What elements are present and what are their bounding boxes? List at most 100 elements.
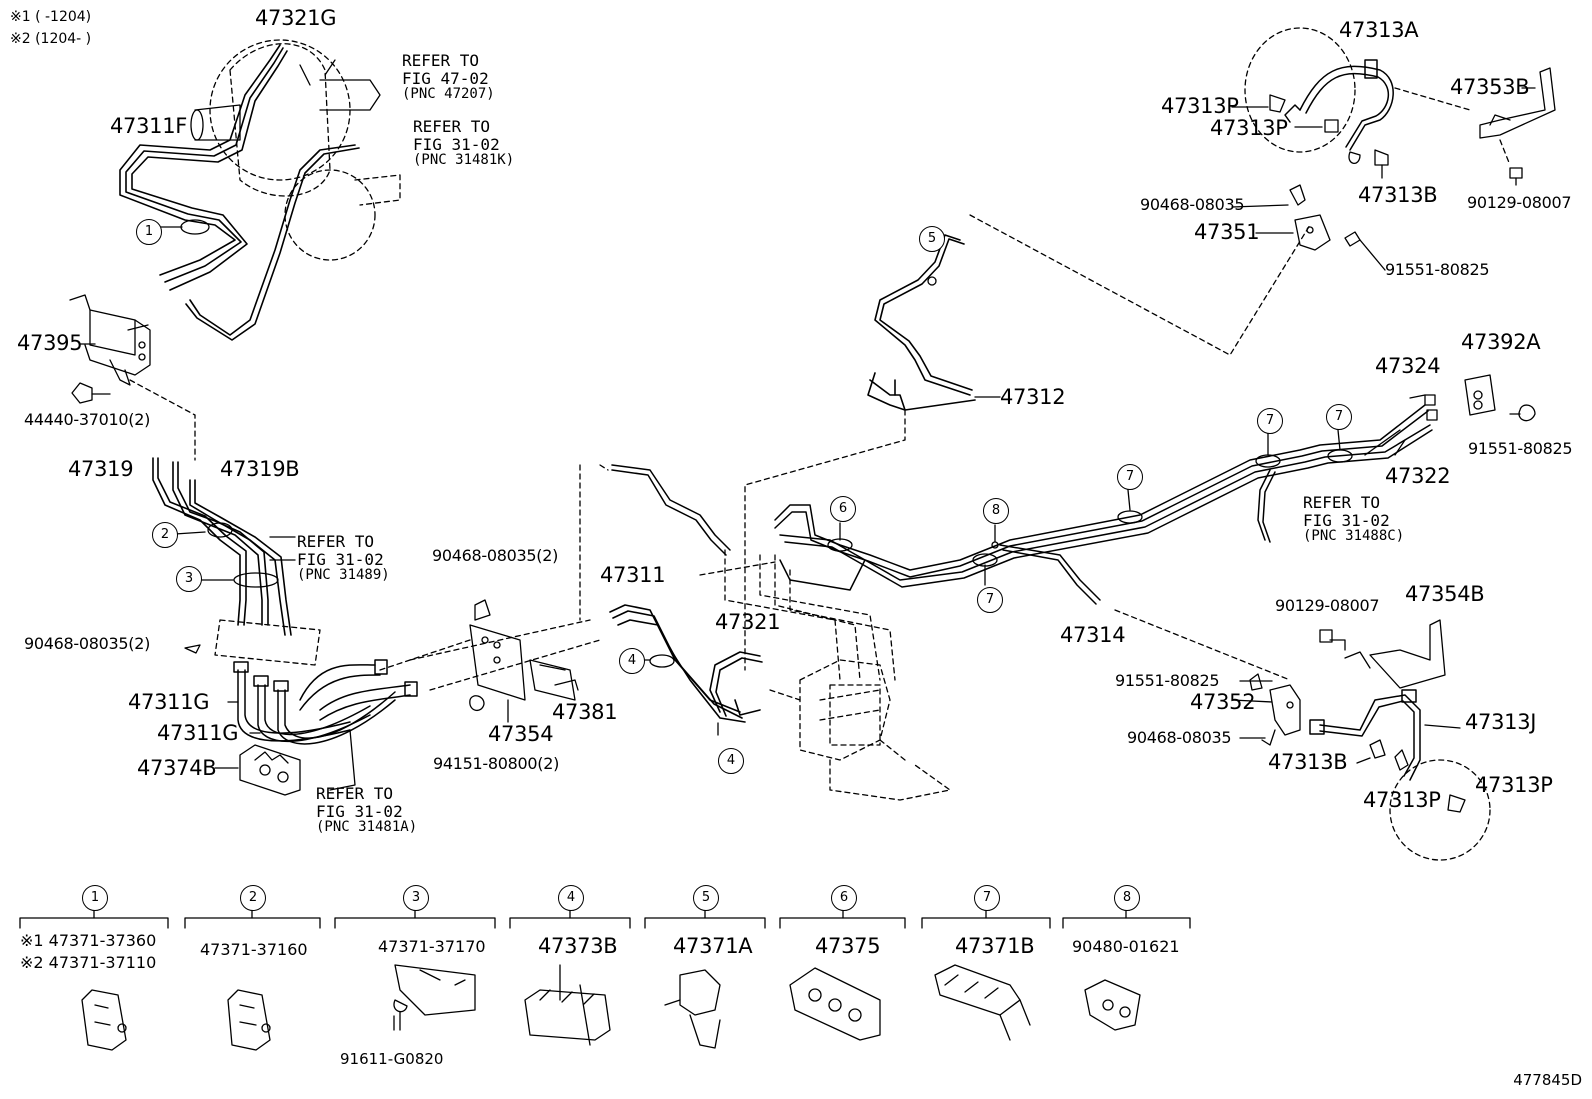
bracket-plate-left xyxy=(214,619,321,666)
part-47381: 47381 xyxy=(552,700,618,724)
part-91551-80825-a: 91551-80825 xyxy=(1385,260,1490,279)
part-44440-37010: 44440-37010(2) xyxy=(24,410,151,429)
part-47395: 47395 xyxy=(17,331,83,355)
part-47392A: 47392A xyxy=(1461,330,1541,354)
part-47311: 47311 xyxy=(600,563,666,587)
legend-clip-7 xyxy=(934,964,1031,1041)
legend-clip-3 xyxy=(393,964,476,1031)
callout-4b: 4 xyxy=(718,748,744,774)
legend-num-4: 4 xyxy=(558,885,584,911)
legend-clip-8 xyxy=(1084,979,1141,1031)
bracket-47354B xyxy=(1344,619,1446,689)
callout-7c: 7 xyxy=(1257,408,1283,434)
legend-1-line1: ※1 47371-37360 xyxy=(20,931,157,950)
part-47313A: 47313A xyxy=(1339,18,1419,42)
legend-clip-1 xyxy=(81,989,127,1051)
brake-booster-illustration xyxy=(190,39,401,261)
legend-brackets xyxy=(19,909,1191,929)
legend-num-2: 2 xyxy=(240,885,266,911)
part-47319B: 47319B xyxy=(220,457,300,481)
part-47353B: 47353B xyxy=(1450,75,1530,99)
part-47374B: 47374B xyxy=(137,756,217,780)
brake-line-47321 xyxy=(709,651,763,717)
note-1: ※1 ( -1204) xyxy=(10,9,92,25)
legend-num-7: 7 xyxy=(974,885,1000,911)
part-90129-08007-a: 90129-08007 xyxy=(1467,193,1572,212)
part-47321G: 47321G xyxy=(255,6,337,30)
legend-3-line1: 47371-37170 xyxy=(378,937,486,956)
hoses-47311G xyxy=(233,659,418,745)
part-47354: 47354 xyxy=(488,722,554,746)
legend-clip-6 xyxy=(789,967,881,1041)
bracket-47395 xyxy=(69,294,151,386)
drawing-id: 477845D xyxy=(1513,1071,1582,1089)
part-47313P-2: 47313P xyxy=(1210,116,1288,140)
callout-7d: 7 xyxy=(1326,404,1352,430)
part-47313B-1: 47313B xyxy=(1358,183,1438,207)
part-47311G-1: 47311G xyxy=(128,690,210,714)
part-47313B-2: 47313B xyxy=(1268,750,1348,774)
part-90129-08007-b: 90129-08007 xyxy=(1275,596,1380,615)
part-90468-08035-b: 90468-08035(2) xyxy=(432,546,559,565)
legend-num-8: 8 xyxy=(1114,885,1140,911)
legend-1-line2: ※2 47371-37110 xyxy=(20,953,157,972)
callout-7a: 7 xyxy=(977,587,1003,613)
bracket-47354 xyxy=(469,599,576,711)
legend-num-6: 6 xyxy=(831,885,857,911)
part-47311F: 47311F xyxy=(110,114,188,138)
legend-3-extra: 91611-G0820 xyxy=(340,1050,444,1068)
note-2: ※2 (1204- ) xyxy=(10,31,92,47)
callout-5: 5 xyxy=(919,226,945,252)
legend-2-line1: 47371-37160 xyxy=(200,940,308,959)
part-47311G-2: 47311G xyxy=(157,721,239,745)
part-90468-08035-d: 90468-08035 xyxy=(1127,728,1232,747)
part-94151-80800: 94151-80800(2) xyxy=(433,754,560,773)
callout-6: 6 xyxy=(830,496,856,522)
abs-actuator xyxy=(799,659,951,801)
legend-5-line1: 47371A xyxy=(673,934,753,958)
legend-7-line1: 47371B xyxy=(955,934,1035,958)
callout-7b: 7 xyxy=(1117,464,1143,490)
part-90468-08035-c: 90468-08035 xyxy=(1140,195,1245,214)
part-47313P-1: 47313P xyxy=(1161,94,1239,118)
bracket-47392A xyxy=(1464,374,1496,416)
legend-8-line1: 90480-01621 xyxy=(1072,937,1180,956)
part-47313P-3: 47313P xyxy=(1363,788,1441,812)
part-47312: 47312 xyxy=(1000,385,1066,409)
callout-2: 2 xyxy=(152,522,178,548)
bracket-47353B xyxy=(1479,67,1556,139)
part-47314: 47314 xyxy=(1060,623,1126,647)
legend-num-3: 3 xyxy=(403,885,429,911)
callout-4a: 4 xyxy=(619,648,645,674)
legend-6-line1: 47375 xyxy=(815,934,881,958)
legend-4-line1: 47373B xyxy=(538,934,618,958)
clamp-47374B xyxy=(239,744,301,796)
legend-num-1: 1 xyxy=(82,885,108,911)
brake-line-47311 xyxy=(609,604,746,723)
part-47321: 47321 xyxy=(715,610,781,634)
part-91551-80825-b: 91551-80825 xyxy=(1468,439,1573,458)
legend-clip-2 xyxy=(227,989,271,1051)
brake-line-47312 xyxy=(867,234,976,411)
bracket-47352 xyxy=(1261,684,1301,746)
part-47324: 47324 xyxy=(1375,354,1441,378)
legend-clip-5 xyxy=(664,969,721,1049)
callout-8: 8 xyxy=(983,498,1009,524)
part-47313J: 47313J xyxy=(1465,710,1537,734)
hose-47313A xyxy=(1284,59,1394,151)
callout-1: 1 xyxy=(136,219,162,245)
hose-47313J xyxy=(1309,689,1421,781)
part-47354B: 47354B xyxy=(1405,582,1485,606)
part-47351: 47351 xyxy=(1194,220,1260,244)
legend-clip-4 xyxy=(524,964,611,1046)
legend-num-5: 5 xyxy=(693,885,719,911)
brake-line-47319 xyxy=(152,457,292,636)
part-47319: 47319 xyxy=(68,457,134,481)
